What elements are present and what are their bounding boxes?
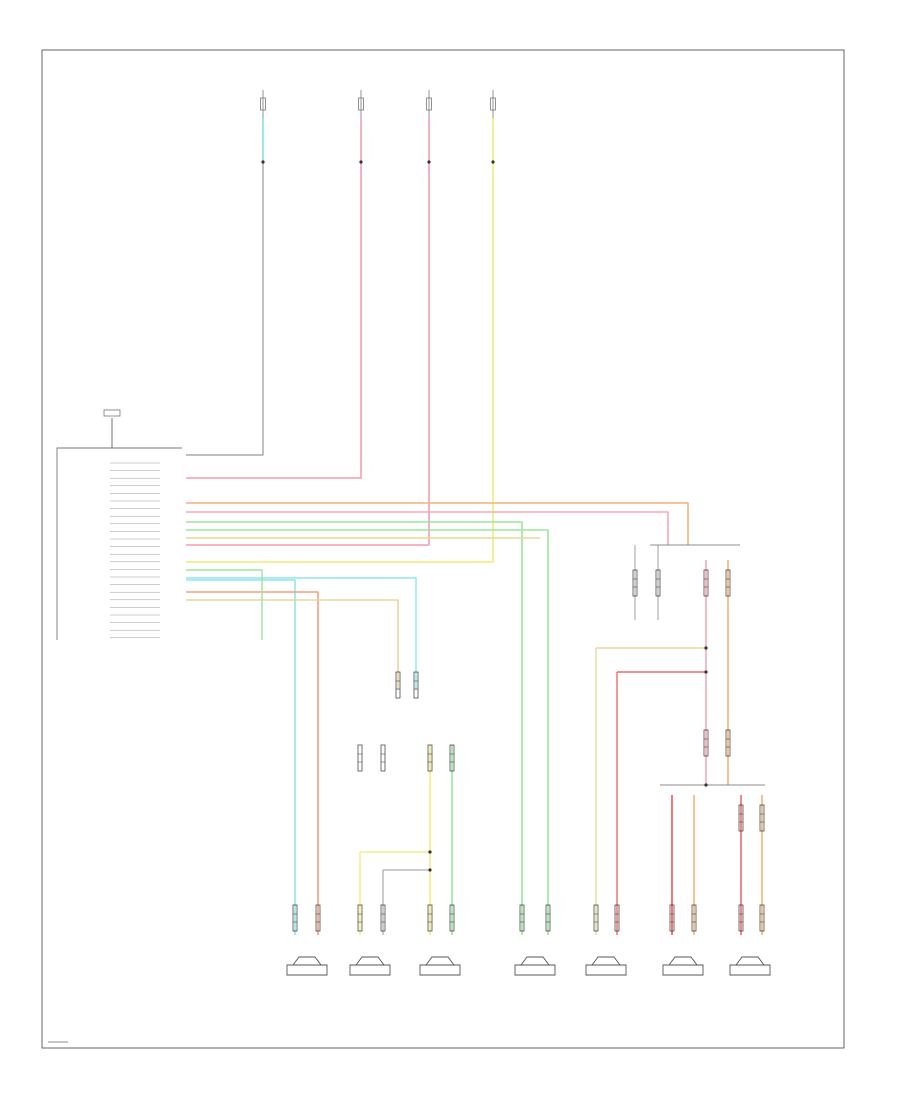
wire-gray-feed <box>186 162 264 456</box>
inline-connector <box>759 804 765 832</box>
inline-connector <box>691 904 697 932</box>
inline-connector <box>593 904 599 932</box>
inline-connector <box>738 904 744 932</box>
speaker-symbol <box>349 956 391 976</box>
antenna-symbol <box>103 409 121 417</box>
feed-b-fuse-body <box>358 97 364 111</box>
inline-connector <box>632 569 638 597</box>
wire-cyan-low <box>186 579 296 935</box>
inline-connector <box>738 804 744 832</box>
speaker-symbol <box>419 956 461 976</box>
inline-connector <box>725 569 731 597</box>
feed-a-fuse-body <box>260 97 266 111</box>
inline-connector <box>725 729 731 757</box>
inline-connector <box>519 904 525 932</box>
speaker-symbol <box>585 956 627 976</box>
splice-dot <box>704 646 708 650</box>
speaker-symbol <box>729 956 771 976</box>
wire-green-h2 <box>186 529 549 935</box>
diagram-frame <box>41 49 845 1049</box>
inline-connector <box>357 744 363 772</box>
inline-connector <box>655 569 661 597</box>
inline-connector <box>614 904 620 932</box>
inline-connector <box>703 569 709 597</box>
inline-connector <box>380 904 386 932</box>
inline-connector <box>292 904 298 932</box>
speaker-symbol <box>514 956 556 976</box>
splice-dot <box>427 160 431 164</box>
wire-cyan-low2 <box>186 577 417 690</box>
inline-connector <box>703 729 709 757</box>
inline-connector <box>380 744 386 772</box>
radio-module-outline <box>56 447 182 640</box>
inline-connector <box>449 904 455 932</box>
splice-dot <box>428 868 432 872</box>
speaker-symbol <box>662 956 704 976</box>
inline-connector <box>413 671 419 699</box>
wire-tan-low <box>186 599 399 690</box>
inline-connector <box>669 904 675 932</box>
wire-pink-feed-c <box>186 118 430 546</box>
feed-c-fuse-body <box>426 97 432 111</box>
wire-green-low <box>186 569 263 640</box>
inline-connector <box>449 744 455 772</box>
inline-connector <box>545 904 551 932</box>
splice-dot <box>359 160 363 164</box>
marks <box>48 90 771 1043</box>
speaker-symbol <box>286 956 328 976</box>
inline-connector <box>427 904 433 932</box>
wire-pink-feed-b <box>186 118 362 479</box>
feed-d-fuse-body <box>490 97 496 111</box>
wires <box>186 118 763 935</box>
wire-salmon-low <box>186 591 319 935</box>
inline-connector <box>357 904 363 932</box>
inline-connector <box>427 744 433 772</box>
inline-connector <box>759 904 765 932</box>
wire-green-h1 <box>186 521 523 935</box>
splice-dot <box>261 160 265 164</box>
wire-yellow-feed-d <box>186 118 494 563</box>
inline-connector <box>395 671 401 699</box>
splice-dot <box>428 850 432 854</box>
splice-dot <box>491 160 495 164</box>
splice-dot <box>704 670 708 674</box>
wire-pink-h <box>186 511 669 545</box>
splice-dot <box>704 783 708 787</box>
inline-connector <box>315 904 321 932</box>
wire-orange-h <box>186 502 689 545</box>
